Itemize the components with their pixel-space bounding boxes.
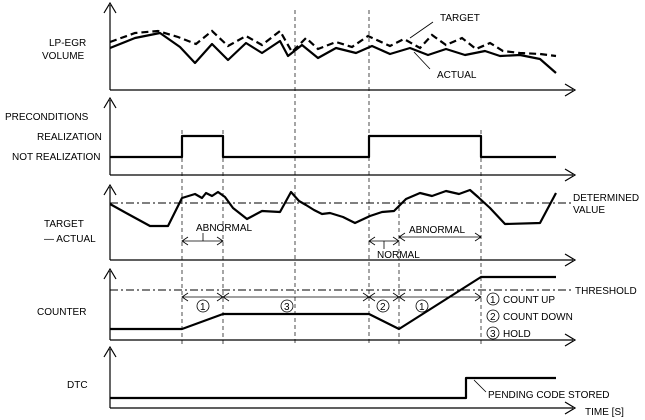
abnormal-interval-2: ABNORMAL [398,225,482,242]
determined-value-line1: DETERMINED [573,193,639,204]
target-annotation: TARGET [440,13,480,24]
phase-number-4: 1 [419,302,425,313]
legend-item-count-down: 2 COUNT DOWN [486,309,573,323]
target-actual-label-line1: TARGET [44,219,84,230]
phase-marker-3 [280,299,294,313]
counter-axes [103,267,577,347]
panel-lpegr: LP-EGR VOLUME TARGET ACTUAL [42,1,577,97]
phase-arrow-3 [222,292,370,302]
counter-label: COUNTER [37,307,86,318]
dtc-label: DTC [67,380,88,391]
determined-value-line2: VALUE [573,205,605,216]
dtc-axes [103,345,577,415]
phase-marker-4 [415,299,429,313]
target-actual-axes [103,183,577,267]
preconditions-signal [110,134,556,159]
abnormal-1-label: ABNORMAL [196,223,253,234]
dtc-signal [110,376,556,400]
lpegr-label-line2: VOLUME [42,51,85,62]
pending-leader-line [473,379,487,393]
legend-number-3: 3 [490,329,496,340]
phase-arrow-4 [398,292,482,302]
phase-marker-2 [376,299,390,313]
preconditions-axes [103,96,577,182]
lpegr-target-line [109,29,557,58]
legend-marker-1 [486,292,500,306]
abnormal-2-label: ABNORMAL [409,225,466,236]
counter-signal [110,275,556,331]
lpegr-label-line1: LP-EGR [49,38,86,49]
panel-target-actual: TARGET — ACTUAL DETERMINED VALUE ABNORMA… [44,183,639,267]
realization-label: REALIZATION [37,132,102,143]
pending-code-annotation: PENDING CODE STORED [488,390,610,401]
target-leader-line [409,21,434,39]
normal-label: NORMAL [377,250,420,261]
target-actual-signal [109,188,557,228]
panel-preconditions: PRECONDITIONS REALIZATION NOT REALIZATIO… [5,96,577,182]
normal-interval: NORMAL [368,236,420,261]
legend-marker-3 [486,326,500,340]
target-actual-label-line2: — ACTUAL [44,234,96,245]
threshold-annotation: THRESHOLD [575,286,637,297]
not-realization-label: NOT REALIZATION [12,152,101,163]
phase-number-1: 1 [200,302,206,313]
phase-number-3: 3 [284,302,290,313]
lpegr-actual-line [109,31,557,74]
legend-text-count-up: COUNT UP [503,295,555,306]
legend-number-1: 1 [490,295,496,306]
preconditions-label: PRECONDITIONS [5,112,89,123]
counter-legend: 1 COUNT UP 2 COUNT DOWN 3 HOLD [486,292,573,340]
actual-annotation: ACTUAL [437,70,477,81]
legend-number-2: 2 [490,312,496,323]
abnormal-2-arrow [398,232,482,242]
panel-counter: COUNTER THRESHOLD 1 3 2 1 1 COUNT UP [37,267,637,347]
legend-item-count-up: 1 COUNT UP [486,292,555,306]
legend-text-count-down: COUNT DOWN [503,312,573,323]
legend-text-hold: HOLD [503,329,531,340]
legend-marker-2 [486,309,500,323]
phase-marker-1 [196,299,210,313]
phase-number-2: 2 [380,302,386,313]
legend-item-hold: 3 HOLD [486,326,531,340]
actual-leader-line [413,51,431,70]
time-axis-label: TIME [S] [585,407,624,418]
panel-dtc: DTC PENDING CODE STORED TIME [S] [67,345,624,418]
abnormal-1-arrow [181,236,224,246]
phase-arrows: 1 3 2 1 [181,292,482,313]
abnormal-interval-1: ABNORMAL [181,223,253,246]
time-markers [181,10,482,345]
